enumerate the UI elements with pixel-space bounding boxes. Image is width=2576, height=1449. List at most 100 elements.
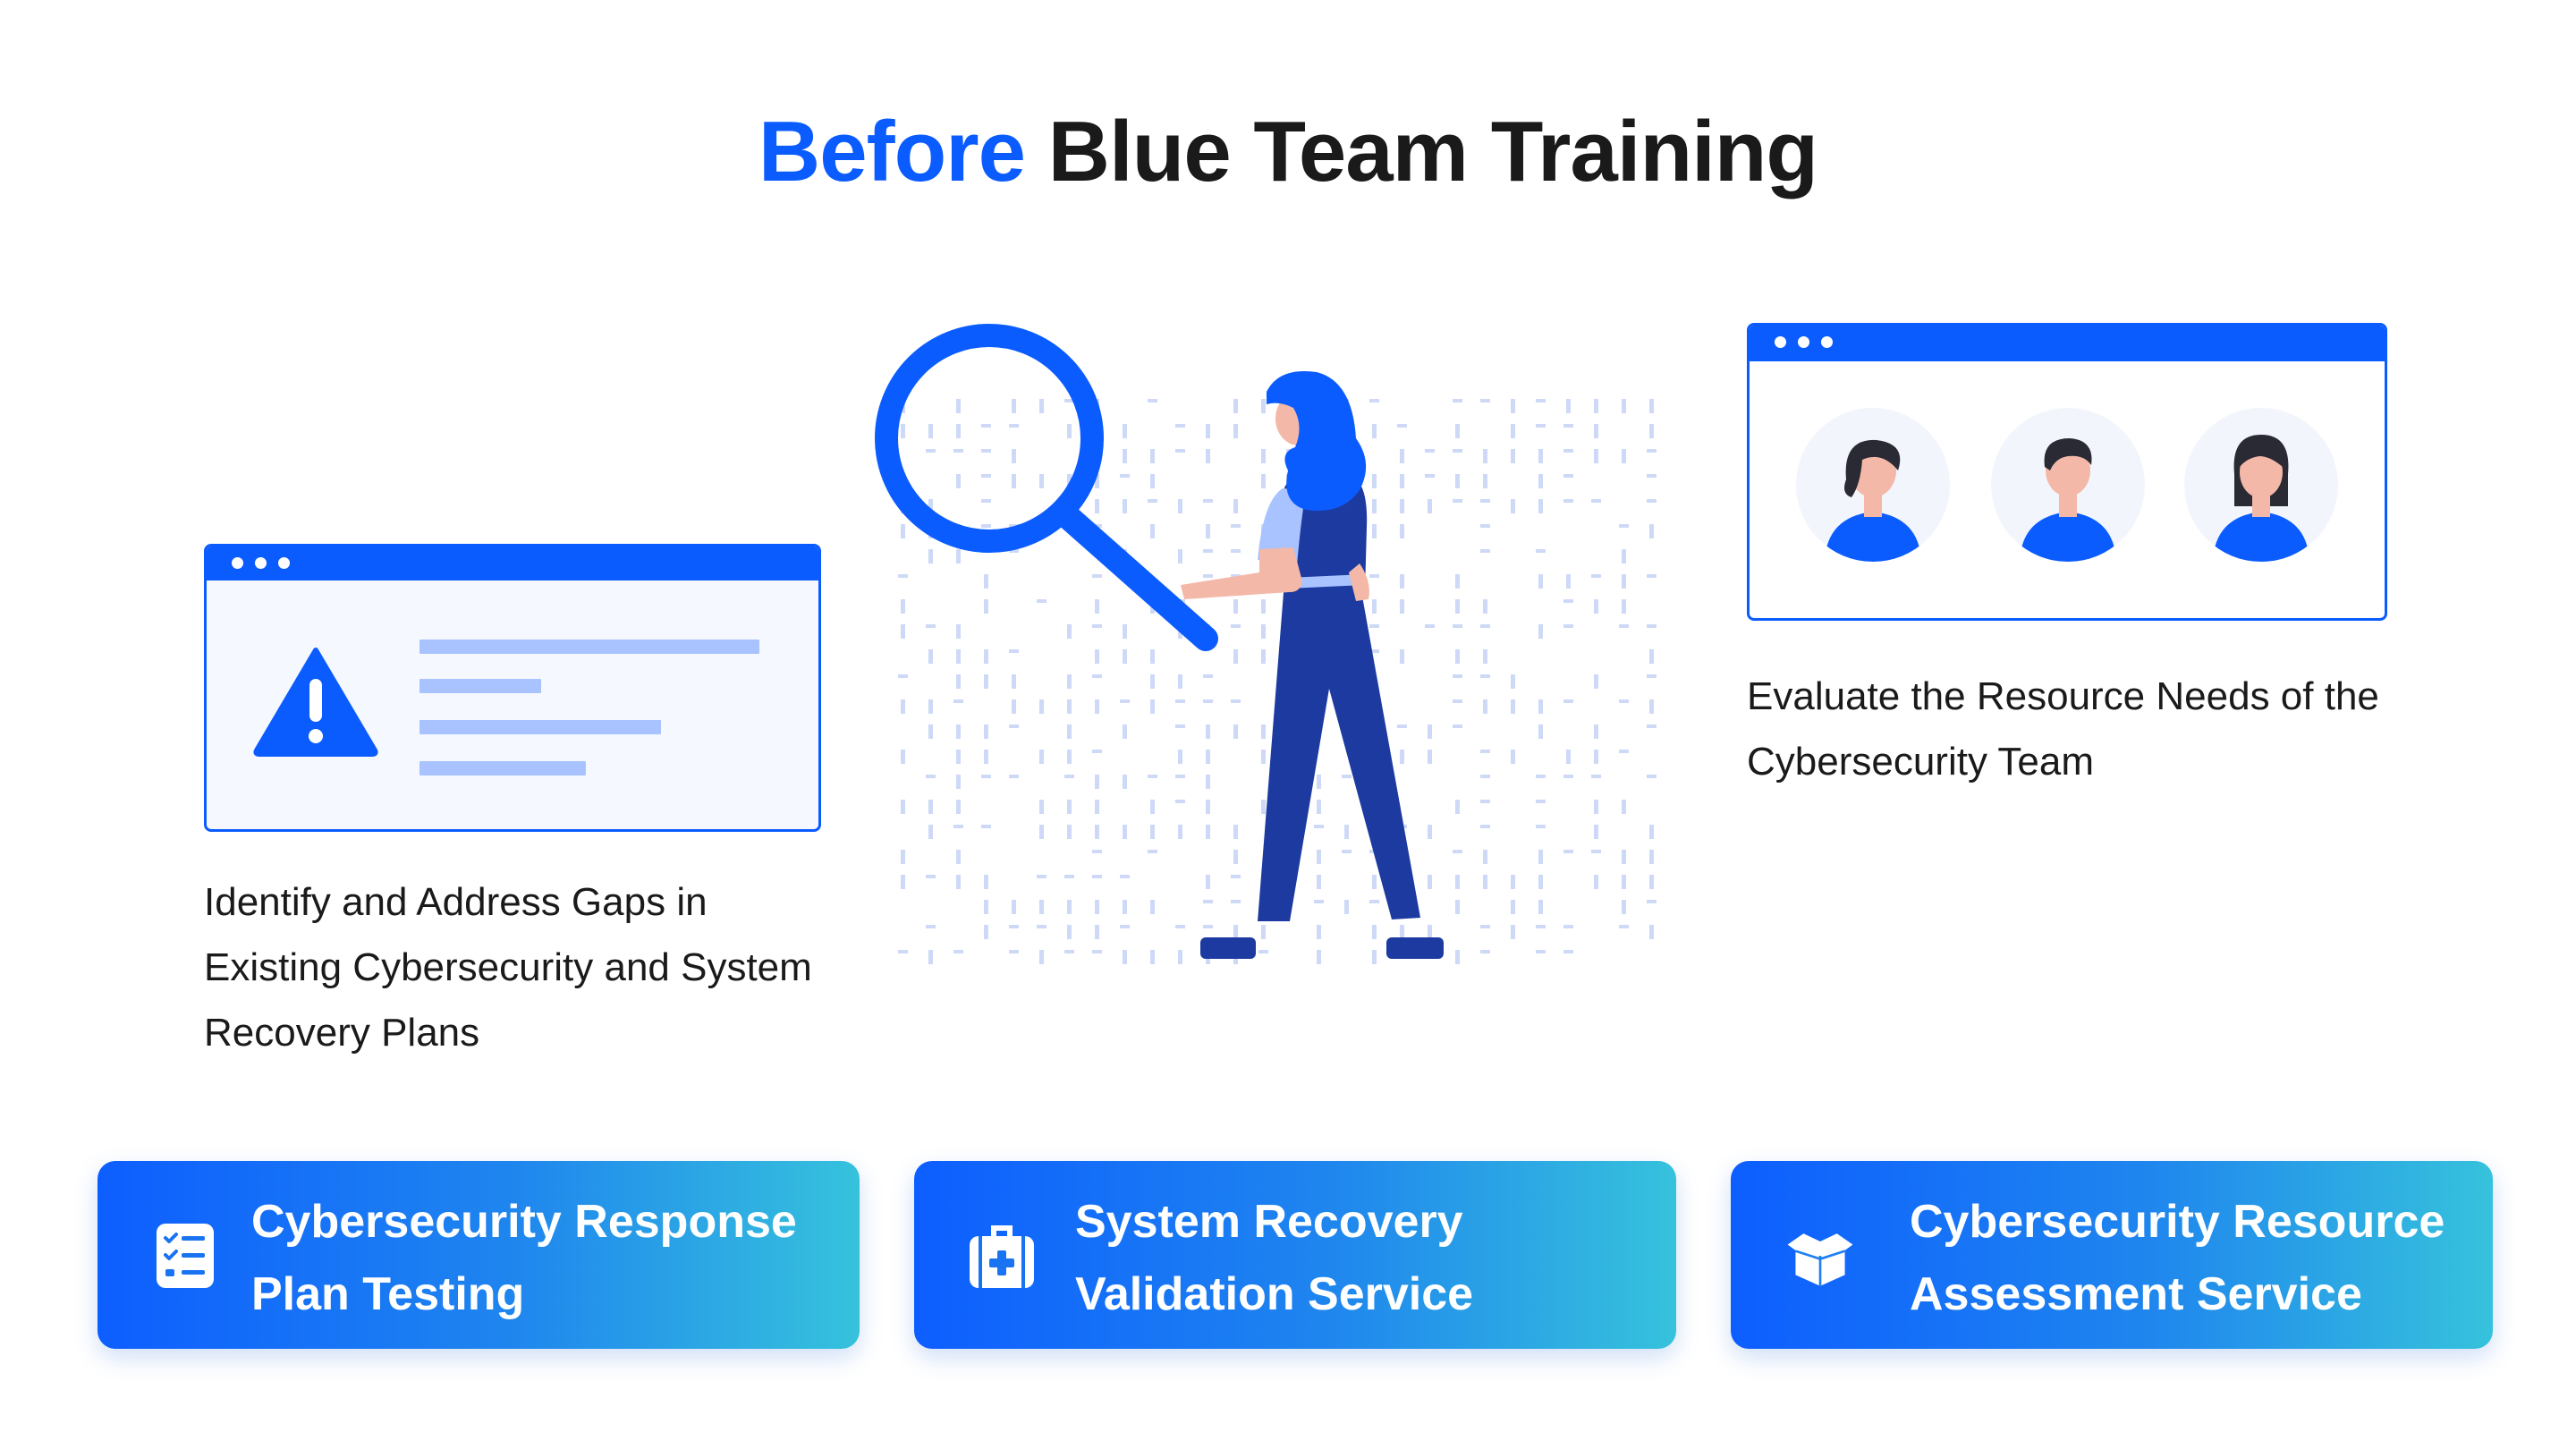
- binary-digit: [1649, 424, 1654, 438]
- binary-digit: [1231, 574, 1241, 578]
- binary-digit: [1480, 800, 1490, 803]
- binary-digit: [1178, 674, 1182, 689]
- binary-digit: [1455, 599, 1460, 614]
- binary-digit: [1092, 750, 1102, 753]
- binary-digit: [1372, 424, 1377, 438]
- binary-digit: [984, 875, 988, 889]
- binary-digit: [1317, 800, 1321, 814]
- binary-digit: [1647, 674, 1657, 678]
- binary-digit: [956, 424, 961, 438]
- service-label: Cybersecurity Resource Assessment Servic…: [1910, 1196, 2445, 1320]
- binary-digit: [1123, 775, 1127, 789]
- binary-digit: [1095, 775, 1099, 789]
- binary-digit: [1536, 424, 1546, 428]
- binary-digit: [1012, 674, 1016, 689]
- binary-digit: [1511, 925, 1515, 939]
- binary-digit: [1123, 424, 1127, 438]
- binary-digit: [1369, 900, 1379, 903]
- binary-digit: [1123, 900, 1127, 914]
- binary-digit: [953, 950, 963, 953]
- binary-digit: [1649, 925, 1654, 939]
- binary-digit: [1064, 775, 1074, 778]
- binary-digit: [1455, 900, 1460, 914]
- service-card-recovery-validation[interactable]: System Recovery Validation Service: [914, 1161, 1676, 1349]
- binary-digit: [1536, 950, 1546, 953]
- binary-digit: [928, 424, 933, 438]
- binary-digit: [1372, 950, 1377, 964]
- binary-digit: [1480, 825, 1490, 828]
- window-title-bar: [1750, 326, 2385, 361]
- binary-digit: [1039, 800, 1044, 814]
- binary-digit: [1012, 900, 1016, 914]
- binary-digit: [1095, 474, 1099, 488]
- binary-digit: [984, 574, 988, 589]
- binary-digit: [1511, 750, 1515, 764]
- binary-digit: [1372, 474, 1377, 488]
- woman-avatar-icon: [1796, 408, 1950, 562]
- binary-digit: [901, 624, 905, 639]
- binary-digit: [956, 649, 961, 664]
- binary-digit: [1123, 449, 1127, 463]
- binary-digit: [1594, 449, 1598, 463]
- service-card-resource-assessment[interactable]: Cybersecurity Resource Assessment Servic…: [1731, 1161, 2493, 1349]
- title-rest: Blue Team Training: [1025, 104, 1818, 199]
- binary-digit: [1400, 925, 1404, 939]
- binary-digit: [1206, 800, 1210, 814]
- binary-digit: [981, 474, 991, 478]
- binary-digit: [898, 950, 908, 953]
- binary-digit: [1591, 775, 1601, 778]
- binary-digit: [901, 599, 905, 614]
- binary-digit: [1037, 925, 1046, 928]
- binary-digit: [953, 699, 963, 703]
- binary-digit: [1455, 950, 1460, 964]
- team-window: [1747, 323, 2387, 621]
- binary-digit: [984, 925, 988, 939]
- binary-digit: [1566, 574, 1571, 589]
- binary-digit: [1175, 724, 1185, 728]
- binary-digit: [1261, 724, 1266, 739]
- binary-digit: [1123, 724, 1127, 739]
- binary-digit: [1123, 649, 1127, 664]
- binary-digit: [1012, 449, 1016, 463]
- binary-digit: [1092, 875, 1102, 878]
- binary-digit: [1425, 449, 1435, 453]
- binary-digit: [1619, 699, 1629, 703]
- binary-digit: [1483, 699, 1487, 714]
- binary-digit: [1483, 599, 1487, 614]
- binary-digit: [981, 424, 991, 428]
- binary-digit: [1150, 474, 1155, 488]
- binary-digit: [984, 674, 988, 689]
- binary-digit: [1344, 900, 1349, 914]
- binary-digit: [1261, 449, 1266, 463]
- binary-digit: [1009, 524, 1019, 528]
- binary-digit: [1372, 875, 1377, 889]
- binary-digit: [1258, 950, 1268, 953]
- binary-digit: [1175, 424, 1185, 428]
- page-title: Before Blue Team Training: [0, 98, 2576, 206]
- binary-digit: [1148, 775, 1157, 778]
- binary-digit: [956, 674, 961, 689]
- binary-digit: [1538, 724, 1543, 739]
- binary-digit: [1261, 800, 1266, 814]
- binary-digit: [901, 424, 905, 438]
- binary-digit: [984, 900, 988, 914]
- binary-digit: [1148, 499, 1157, 503]
- binary-digit: [1123, 950, 1127, 964]
- binary-digit: [1563, 850, 1573, 853]
- binary-digit: [1009, 724, 1019, 728]
- binary-digit: [1511, 900, 1515, 914]
- binary-digit: [1622, 599, 1626, 614]
- binary-digit: [1342, 850, 1352, 853]
- service-card-response-plan-testing[interactable]: Cybersecurity Response Plan Testing: [97, 1161, 860, 1349]
- binary-digit: [1148, 850, 1157, 853]
- binary-digit: [1649, 825, 1654, 839]
- binary-digit: [1453, 850, 1462, 853]
- binary-digit: [1009, 950, 1019, 953]
- inspection-illustration: [875, 324, 1657, 964]
- binary-digit: [1175, 775, 1185, 778]
- binary-digit: [1203, 674, 1213, 678]
- binary-digit: [1317, 775, 1321, 789]
- binary-digit: [1314, 900, 1324, 903]
- binary-digit: [1594, 399, 1598, 413]
- binary-digit: [1400, 524, 1404, 538]
